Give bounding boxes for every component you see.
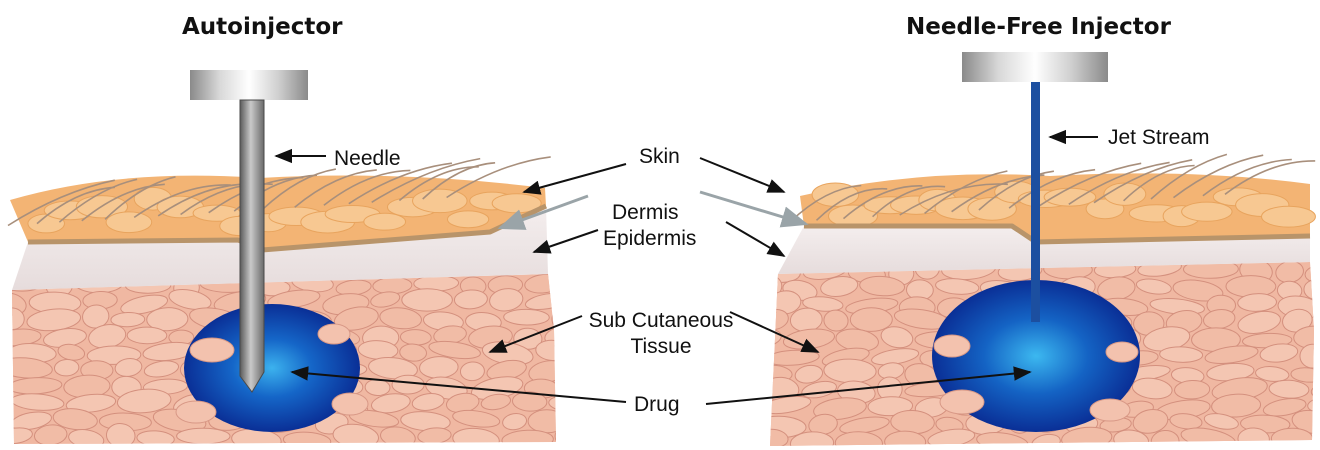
autoinjector-illustration [0, 70, 604, 450]
epidermis-label: Epidermis [603, 226, 696, 251]
fat-cell [1314, 314, 1320, 336]
needle-plate [190, 70, 308, 100]
needle-free-injector-title: Needle-Free Injector [906, 14, 1171, 40]
fat-cell [127, 327, 167, 344]
fat-cell [528, 410, 566, 433]
subcutaneous-label-line1: Sub Cutaneous [576, 308, 746, 333]
dermis-blob [106, 212, 152, 233]
needle [240, 100, 264, 392]
needle-label: Needle [334, 146, 401, 171]
fat-cell [402, 289, 453, 311]
skin-label: Skin [639, 144, 680, 169]
skin-arrow-right [700, 158, 784, 192]
dermis-arrow-right [700, 192, 806, 224]
dermis-blob [1182, 202, 1232, 221]
fat-cell [504, 309, 550, 325]
dermis-blob [413, 189, 468, 213]
fat-cell [392, 375, 424, 394]
jet-stream [1031, 82, 1040, 322]
injector-plate [962, 52, 1108, 82]
dermis-blob [1262, 206, 1316, 227]
fat-cell [554, 424, 586, 449]
dermis-blob [447, 211, 488, 228]
jet-stream-label: Jet Stream [1108, 125, 1210, 150]
drug-label: Drug [634, 392, 680, 417]
autoinjector-title: Autoinjector [182, 14, 342, 40]
subcutaneous-label-line2: Tissue [576, 334, 746, 359]
fat-cell [1314, 427, 1320, 450]
fat-cell [1271, 428, 1312, 448]
dermis-label: Dermis [612, 200, 679, 225]
fat-cell [177, 428, 230, 444]
skin-arrow-left [524, 164, 626, 192]
epidermis-arrow-right [726, 222, 784, 256]
